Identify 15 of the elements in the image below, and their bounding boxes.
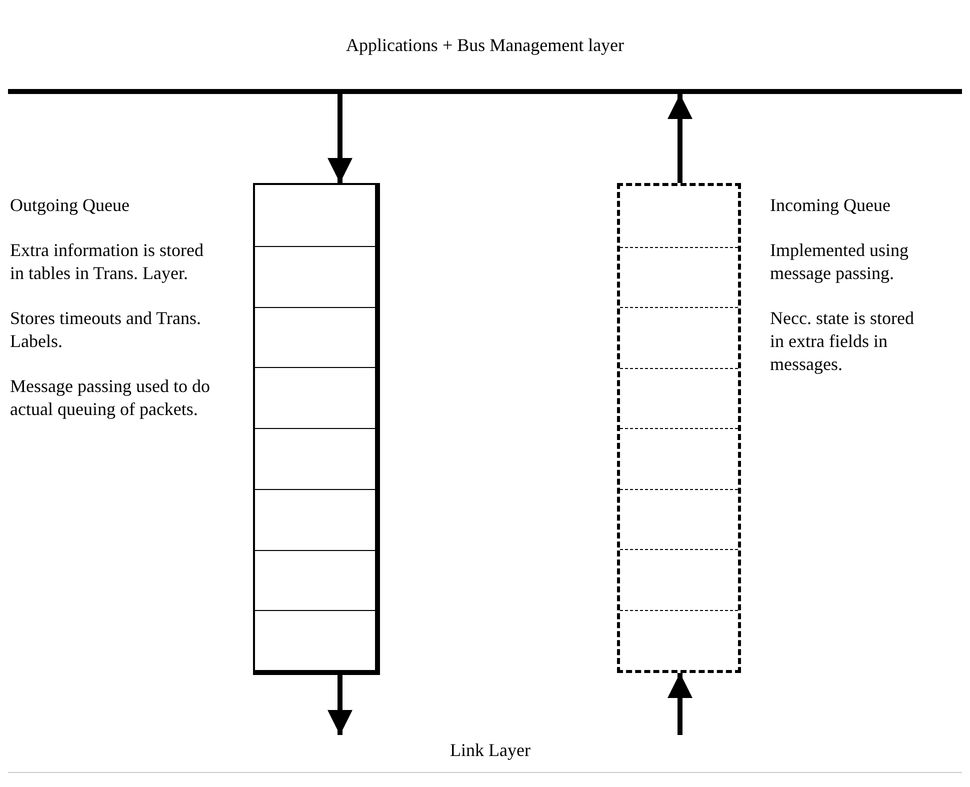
note-text: Stores timeouts and Trans. Labels.: [10, 307, 202, 353]
note-text: Implemented using message passing.: [770, 239, 910, 285]
note-text: Extra information is stored in tables in Trans. Layer.: [10, 239, 204, 285]
arrow: [328, 94, 352, 183]
queue-title: Incoming Queue: [770, 194, 892, 217]
note-text: Necc. state is stored in extra fields in messages.: [770, 307, 915, 376]
arrow: [328, 675, 352, 735]
layer-label: Link Layer: [450, 739, 530, 762]
queue-box: [617, 183, 741, 673]
queue-title: Outgoing Queue: [10, 194, 130, 217]
layer-label: Applications + Bus Management layer: [344, 34, 626, 57]
note-text: Message passing used to do actual queuing of packets.: [10, 375, 210, 421]
arrow: [668, 94, 692, 183]
arrow: [668, 673, 692, 735]
queue-box: [253, 183, 380, 675]
